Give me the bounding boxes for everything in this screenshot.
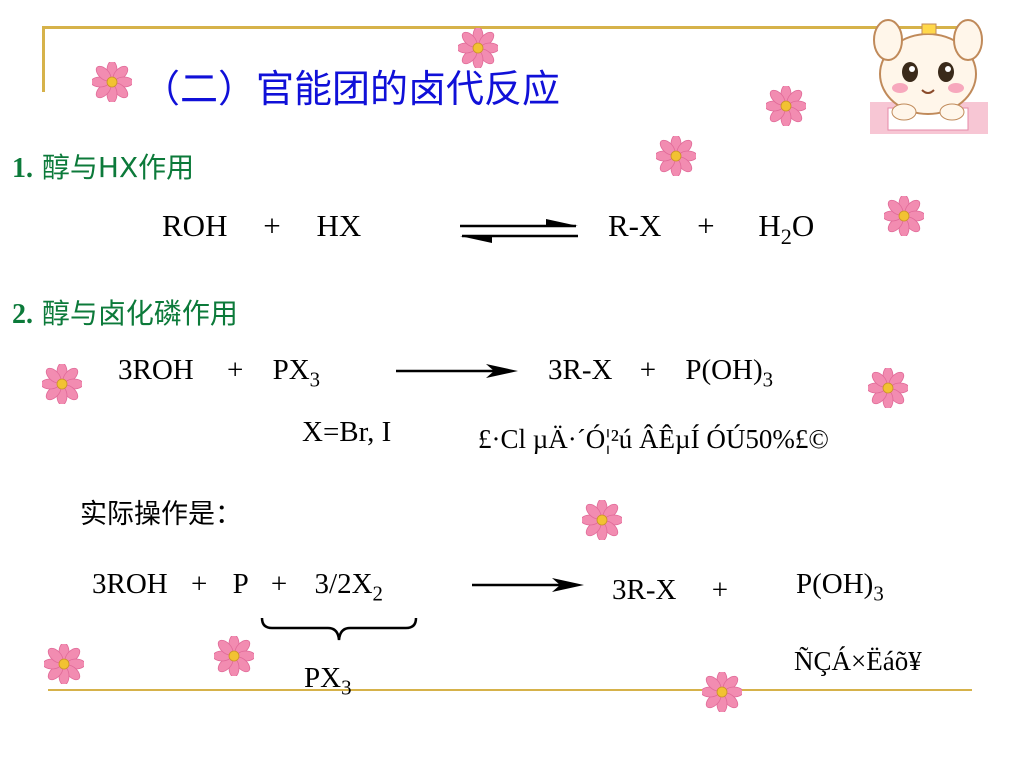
eq1-product-1: R-X	[608, 208, 662, 243]
garbled-note-product: ÑÇÁ×Ëáõ¥	[794, 646, 922, 676]
section-1-number: 1.	[12, 153, 33, 184]
eq2-plus-2: +	[639, 354, 657, 386]
flower-icon	[868, 368, 908, 408]
eq3-plus-1: +	[190, 568, 208, 600]
garbled-note-yield: £·Cl µÄ·´Ó¦²ú ÂÊµÍ ÓÚ50%£©	[478, 424, 829, 454]
flower-icon	[656, 136, 696, 176]
equation-3: 3ROH + P + 3/2X2	[92, 568, 383, 606]
section-1-heading: 1. 醇与HX作用	[12, 146, 194, 186]
eq2-plus-1: +	[226, 354, 244, 386]
flower-icon	[582, 500, 622, 540]
eq2-product-2: P(OH)3	[685, 354, 774, 392]
eq3-reactant-3: 3/2X2	[314, 568, 383, 606]
eq1-product-2: H2O	[758, 208, 815, 249]
reaction-arrow-icon	[394, 362, 520, 385]
flower-icon	[702, 672, 742, 712]
section-2-number: 2.	[12, 299, 33, 330]
practice-label: 实际操作是：	[80, 499, 242, 530]
eq1-plus-2: +	[697, 208, 715, 243]
cartoon-rabbit-mascot	[868, 16, 988, 134]
flower-icon	[766, 86, 806, 126]
eq2-product-1: 3R-X	[548, 354, 613, 386]
eq3-product-2: P(OH)3	[796, 568, 884, 606]
section-1-heading-text: 醇与HX作用	[41, 151, 195, 184]
eq1-plus-1: +	[263, 208, 281, 243]
equation-2: 3ROH + PX3	[118, 354, 320, 392]
equation-3-products: 3R-X +	[612, 574, 728, 607]
eq1-reactant-1: ROH	[162, 208, 228, 243]
equilibrium-arrow-icon	[458, 218, 580, 249]
flower-icon	[458, 28, 498, 68]
flower-icon	[214, 636, 254, 676]
frame-left-line	[42, 26, 45, 92]
halogen-condition: X=Br, I	[302, 416, 392, 448]
eq2-reactant-1: 3ROH	[118, 354, 194, 386]
flower-icon	[92, 62, 132, 102]
frame-bottom-line	[48, 689, 972, 691]
eq2-reactant-2: PX3	[272, 354, 321, 392]
eq3-reactant-2: P	[232, 568, 248, 600]
eq1-reactant-2: HX	[316, 208, 362, 243]
equation-1: ROH + HX	[162, 208, 361, 244]
eq3-plus-2: +	[270, 568, 288, 600]
flower-icon	[42, 364, 82, 404]
flower-icon	[44, 644, 84, 684]
frame-top-line	[42, 26, 972, 29]
section-2-heading: 2. 醇与卤化磷作用	[12, 292, 238, 332]
section-2-heading-text: 醇与卤化磷作用	[41, 297, 238, 330]
underbrace-icon	[260, 614, 418, 647]
underbrace-label: PX3	[304, 662, 352, 700]
eq3-reactant-1: 3ROH	[92, 568, 168, 600]
equation-1-products: R-X + H2O	[608, 208, 814, 250]
eq3-product-1: 3R-X	[612, 574, 677, 606]
flower-icon	[884, 196, 924, 236]
equation-2-products: 3R-X + P(OH)3	[548, 354, 773, 392]
eq3-plus-3: +	[711, 574, 729, 606]
reaction-arrow-icon	[470, 576, 586, 599]
slide-title: （二）官能团的卤代反应	[142, 67, 561, 111]
